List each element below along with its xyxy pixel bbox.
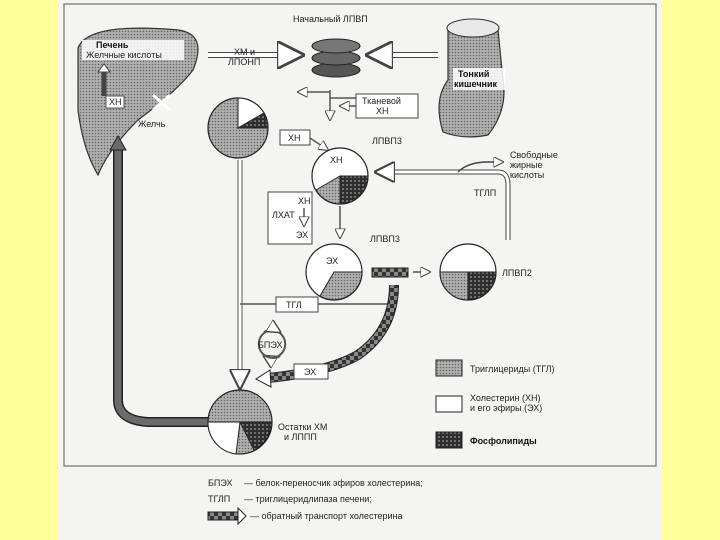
legend-tg-label: Триглицериды (ТГЛ) (470, 364, 554, 374)
lipoprotein-diagram: Печень Желчные кислоты ХН Желчь Начальны… (63, 3, 657, 526)
footnote-bpeh-abbr: БПЭХ (208, 478, 233, 488)
intestine-label-bg (453, 68, 505, 90)
free-fa-label-2: жирные (510, 160, 543, 170)
liver-title: Печень (96, 40, 129, 50)
bpeh-label: БПЭХ (258, 340, 283, 350)
hdl3-top-label: ЛПВП3 (372, 136, 402, 146)
tgl-box (275, 296, 319, 313)
bpeh-cycle (257, 330, 287, 358)
liver-label-bg (82, 40, 184, 60)
chylo-vldl-pie (207, 97, 269, 159)
legend-pl-label: Фосфолипиды (470, 436, 537, 446)
ffa-arrow (457, 162, 503, 173)
legend-tg-swatch (435, 359, 463, 377)
xn-box (279, 129, 311, 146)
hdl3-top-pie (311, 147, 369, 205)
intestine-label-2: кишечник (454, 79, 498, 89)
hdl2-pie (439, 243, 497, 301)
bile-label: Желчь (138, 119, 166, 129)
footnote-transport-text: — обратный транспорт холестерина (250, 511, 402, 521)
bile-duct (152, 93, 171, 112)
legend-chol-label-1: Холестерин (ХН) (470, 393, 541, 403)
lcat-label: ЛХАТ (272, 210, 295, 220)
hdl3-mid-label: ЛПВП3 (370, 234, 400, 244)
footnote-arrow-swatch (207, 511, 239, 521)
metabolism-figure: Печень Желчные кислоты ХН Желчь Начальны… (58, 0, 662, 540)
remnants-pie (207, 389, 273, 455)
footnote-tglp-text: — триглицеридлипаза печени; (244, 494, 372, 504)
figure-frame (63, 3, 657, 467)
liver-organ (77, 27, 199, 177)
hdl-disc-1 (311, 38, 361, 54)
xn-box-label: ХН (288, 133, 301, 143)
ex-box (293, 363, 329, 380)
remnants-label-2: и ЛППП (284, 432, 317, 442)
chylo-vldl-label-1: ХМ и (234, 47, 255, 57)
legend-chol-label-2: и его эфиры (ЭХ) (470, 403, 542, 413)
footnote-bpeh-text: — белок-переносчик эфиров холестерина; (244, 478, 423, 488)
ex-box-label: ЭХ (304, 367, 316, 377)
tgl-label: ТГЛ (286, 300, 302, 310)
legend-pl-swatch (435, 431, 463, 449)
hdl3-mid-inner-label: ЭХ (326, 256, 338, 266)
free-fa-label-3: кислоты (510, 170, 544, 180)
liver-chol-box (105, 95, 125, 109)
nascent-hdl-label: Начальный ЛПВП (293, 14, 368, 24)
bile-acids-label: Желчные кислоты (86, 50, 162, 60)
lcat-ex-label: ЭХ (296, 230, 308, 240)
liver-chol-label: ХН (109, 97, 122, 107)
hdl2-label: ЛПВП2 (502, 268, 532, 278)
lcat-xn-label: ХН (298, 196, 311, 206)
tissue-chol-label-2: ХН (376, 106, 389, 116)
chylo-vldl-label-2: ЛПОНП (228, 57, 260, 67)
intestine-label-1: Тонкий (458, 69, 489, 79)
tglp-label: ТГЛП (474, 188, 496, 198)
legend-chol-swatch (435, 395, 463, 413)
intestine-opening (446, 18, 500, 38)
footnote-tglp-abbr: ТГЛП (208, 494, 230, 504)
hdl3-top-inner-label: ХН (330, 155, 343, 165)
free-fa-label-1: Свободные (510, 150, 558, 160)
tissue-chol-label-1: Тканевой (362, 96, 401, 106)
tissue-chol-box (355, 93, 419, 119)
hdl3-mid-pie (305, 243, 363, 301)
reverse-transport-band-top (371, 267, 409, 278)
liver-up-arrowhead (97, 63, 111, 73)
hdl3-to-hdl2-path (376, 169, 511, 240)
return-to-liver-arrow (113, 150, 208, 427)
remnants-label-1: Остатки ХМ (278, 422, 327, 432)
